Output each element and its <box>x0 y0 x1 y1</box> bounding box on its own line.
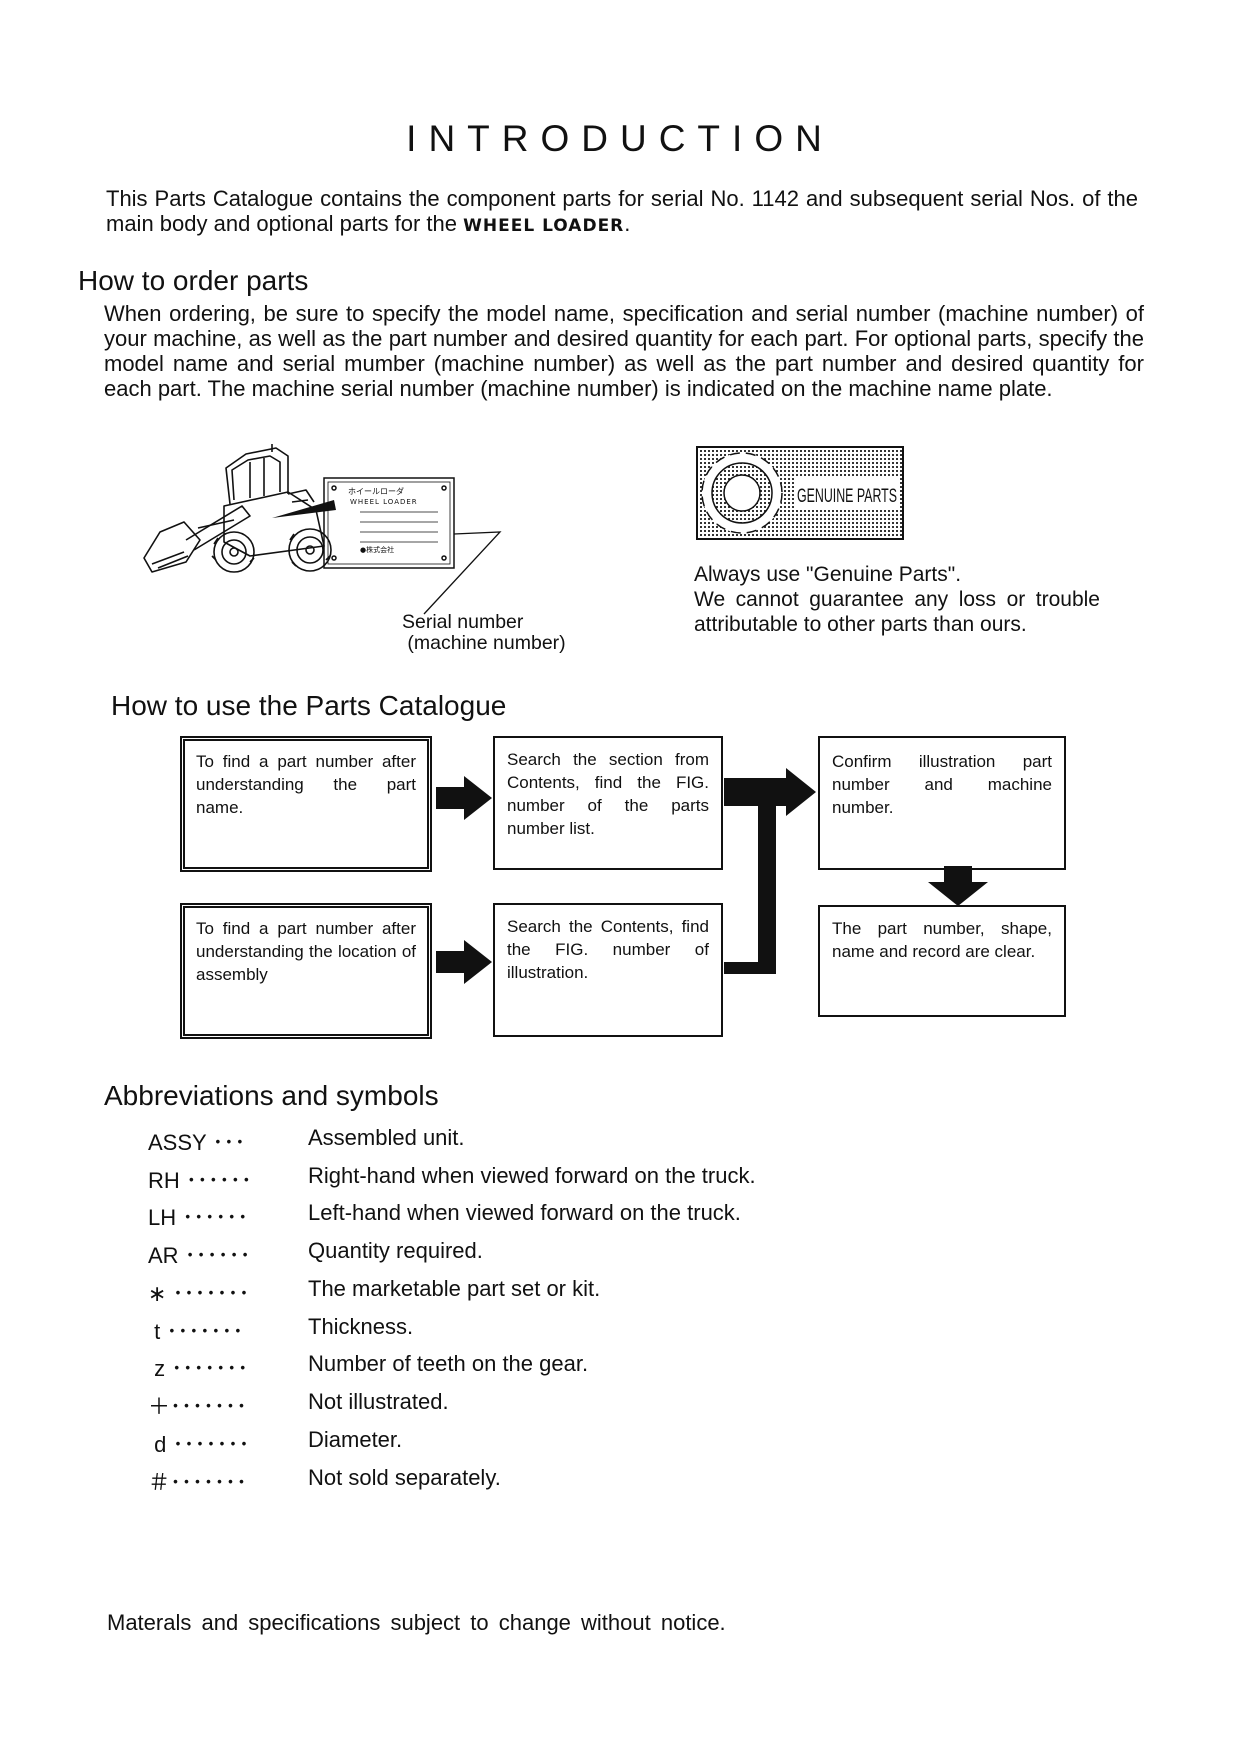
abbreviation-row: ＋･･･････ Not illustrated. <box>148 1389 1048 1419</box>
intro-text-end: . <box>624 211 631 236</box>
abbreviation-row: AR ･･････ Quantity required. <box>148 1238 1048 1268</box>
usage-heading: How to use the Parts Catalogue <box>111 690 507 721</box>
abbreviation-desc: The marketable part set or kit. <box>308 1276 601 1301</box>
flow-box-search-contents: Search the Contents, find the FIG. numbe… <box>493 903 723 1037</box>
abbreviation-row: ＃･･･････ Not sold separately. <box>148 1465 1048 1495</box>
abbreviation-key: AR ･･････ <box>148 1243 251 1268</box>
arrow-right-icon <box>436 940 492 984</box>
intro-paragraph: This Parts Catalogue contains the compon… <box>106 186 1138 239</box>
genuine-line1: Always use "Genuine Parts". <box>694 563 962 586</box>
flow-box-part-name: To find a part number after understandin… <box>180 736 432 872</box>
abbreviation-desc: Quantity required. <box>308 1238 483 1263</box>
wheel-loader-illustration: ホイールローダ WHEEL LOADER ●株式会社 <box>143 444 502 615</box>
serial-caption-1: Serial number <box>402 611 524 633</box>
abbreviation-key: ＋･･･････ <box>148 1394 248 1419</box>
abbreviation-key: ∗ ･･･････ <box>148 1281 250 1306</box>
genuine-logo-text: GENUINE PARTS <box>797 486 897 507</box>
abbreviation-key: ASSY ･･･ <box>148 1130 246 1155</box>
genuine-line2: We cannot guarantee any loss or trouble … <box>694 588 1100 636</box>
abbreviation-key: ＃･･･････ <box>148 1470 248 1495</box>
abbreviation-key: z ･･･････ <box>148 1356 249 1381</box>
nameplate-line2: WHEEL LOADER <box>350 498 418 506</box>
abbreviation-key: RH ･･････ <box>148 1168 252 1193</box>
abbreviation-desc: Thickness. <box>308 1314 414 1339</box>
nameplate-line1: ホイールローダ <box>348 486 404 496</box>
abbreviation-row: d ･･･････ Diameter. <box>148 1427 1048 1457</box>
abbreviation-desc: Not sold separately. <box>308 1465 501 1490</box>
abbreviation-key: LH ･･････ <box>148 1205 249 1230</box>
abbreviation-key: t ･･･････ <box>148 1319 244 1344</box>
serial-caption-2: (machine number) <box>402 632 566 654</box>
footer-note: Materals and specifications subject to c… <box>107 1610 726 1635</box>
abbreviations-heading: Abbreviations and symbols <box>104 1080 439 1111</box>
abbreviation-desc: Number of teeth on the gear. <box>308 1351 589 1376</box>
arrow-down-icon <box>928 866 988 906</box>
arrow-right-icon <box>436 776 492 820</box>
order-heading: How to order parts <box>78 265 309 296</box>
nameplate-maker: ●株式会社 <box>360 545 394 554</box>
abbreviation-row: RH ･･････ Right-hand when viewed forward … <box>148 1163 1048 1193</box>
abbreviation-desc: Assembled unit. <box>308 1125 465 1150</box>
abbreviation-desc: Left-hand when viewed forward on the tru… <box>308 1200 741 1225</box>
model-name: WHEEL LOADER <box>463 216 625 236</box>
gear-icon <box>701 452 783 534</box>
abbreviation-desc: Right-hand when viewed forward on the tr… <box>308 1163 756 1188</box>
flow-box-result: The part number, shape, name and record … <box>818 905 1066 1017</box>
abbreviation-row: t ･･･････ Thickness. <box>148 1314 1048 1344</box>
flow-box-confirm: Confirm illustration part number and mac… <box>818 736 1066 870</box>
flow-box-search-section: Search the section from Contents, find t… <box>493 736 723 870</box>
page-title: INTRODUCTION <box>406 118 834 159</box>
order-paragraph: When ordering, be sure to specify the mo… <box>104 301 1144 401</box>
flow-box-location: To find a part number after understandin… <box>180 903 432 1039</box>
abbreviation-row: z ･･･････ Number of teeth on the gear. <box>148 1351 1048 1381</box>
abbreviation-row: ∗ ･･･････ The marketable part set or kit. <box>148 1276 1048 1306</box>
abbreviation-desc: Diameter. <box>308 1427 403 1452</box>
abbreviation-row: ASSY ･･･ Assembled unit. <box>148 1125 1048 1155</box>
abbreviation-key: d ･･･････ <box>148 1432 250 1457</box>
intro-text: This Parts Catalogue contains the compon… <box>106 186 1138 236</box>
genuine-parts-logo: GENUINE PARTS <box>696 446 904 540</box>
abbreviation-row: LH ･･････ Left-hand when viewed forward o… <box>148 1200 1048 1230</box>
merge-arrow-icon <box>724 768 816 974</box>
abbreviation-desc: Not illustrated. <box>308 1389 449 1414</box>
